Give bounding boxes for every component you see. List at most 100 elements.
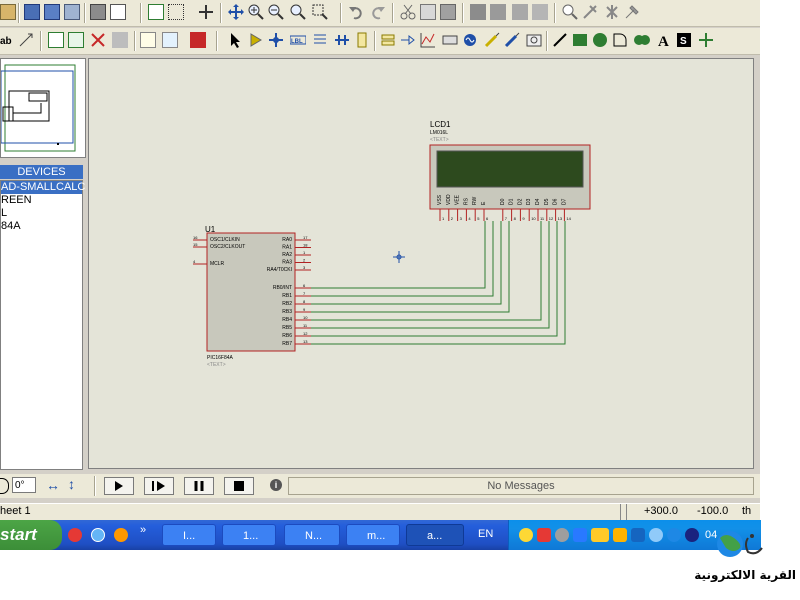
arc-icon[interactable] [612,32,628,48]
play-button[interactable] [104,477,134,495]
taskbar-task[interactable]: m... [346,524,400,546]
stop-button[interactable] [224,477,254,495]
grid-icon[interactable] [168,4,184,20]
refresh-icon[interactable] [148,4,164,20]
decompose-icon[interactable] [624,4,640,20]
pause-button[interactable] [184,477,214,495]
device-item[interactable]: AD-SMALLCALC [1,181,86,194]
graph-icon[interactable] [420,32,436,48]
make-device-icon[interactable] [582,4,598,20]
generator-icon[interactable] [462,32,478,48]
zoom-out-icon[interactable] [268,4,284,20]
step-button[interactable] [144,477,174,495]
wire-label-icon[interactable]: LBL [289,32,307,48]
undo-icon[interactable] [348,4,364,20]
taskbar-task[interactable]: N... [284,524,340,546]
taskbar-task[interactable]: I... [162,524,216,546]
overview-window[interactable] [0,58,86,158]
device-item[interactable]: REEN [1,194,32,206]
zoom-area-icon[interactable] [312,4,328,20]
wire[interactable] [311,221,542,321]
erc-icon[interactable] [140,32,156,48]
save-all-icon[interactable] [44,4,60,20]
zoom-all-icon[interactable] [290,4,306,20]
device-list[interactable]: AD-SMALLCALC REEN L 84A [0,180,86,470]
save-icon[interactable] [24,4,40,20]
selection-mode-icon[interactable] [228,32,244,48]
wire-autoroute-icon[interactable] [18,32,34,48]
text-script-icon[interactable] [312,32,328,48]
wire[interactable] [311,221,494,297]
paste-icon[interactable] [440,4,456,20]
ares-icon[interactable] [190,32,206,48]
taskbar-task-active[interactable]: a... [406,524,464,546]
delete-icon[interactable] [90,32,106,48]
mcu-component[interactable]: U1 PIC16F84A <TEXT> OSC1/CLKIN16OSC2/CLK… [193,225,311,368]
info-icon[interactable]: i [270,479,282,491]
chrome-icon[interactable] [68,528,82,542]
print-icon[interactable] [90,4,106,20]
mirror-vertical-icon[interactable]: ↕ [68,476,75,492]
wire[interactable] [311,221,486,289]
lcd-component[interactable]: LCD1 LM016L <TEXT> VSS1VDD2VEE3RS4RW5E6D… [429,120,591,221]
block-rotate-icon[interactable] [512,4,528,20]
cut-icon[interactable] [400,4,416,20]
zoom-in-icon[interactable] [248,4,264,20]
packaging-tool-icon[interactable] [604,4,620,20]
pencil-icon[interactable] [613,528,627,542]
subcircuit-icon[interactable] [354,32,370,48]
redo-icon[interactable] [370,4,386,20]
virtual-instrument-icon[interactable] [526,32,542,48]
terminal-icon[interactable] [380,32,396,48]
media-icon[interactable] [631,528,645,542]
firefox-icon[interactable] [114,528,128,542]
quicklaunch-more-icon[interactable]: » [140,524,147,536]
page-setup-icon[interactable] [110,4,126,20]
copy-icon[interactable] [420,4,436,20]
start-button[interactable]: start [0,520,62,550]
current-probe-icon[interactable] [504,32,520,48]
block-delete-icon[interactable] [532,4,548,20]
block-move-icon[interactable] [490,4,506,20]
netlist-icon[interactable]: ab [0,32,16,48]
wire[interactable] [311,221,502,305]
bluetooth-icon[interactable] [667,528,681,542]
network-icon[interactable] [573,528,587,542]
property-assign-icon[interactable] [68,32,84,48]
rotation-field[interactable]: 0° [12,477,36,493]
pick-device-icon[interactable] [562,4,578,20]
mirror-horizontal-icon[interactable]: ↔ [46,477,60,493]
bus-icon[interactable] [334,32,350,48]
device-item[interactable]: L [1,207,8,219]
wires[interactable] [311,221,566,345]
pan-icon[interactable] [228,4,244,20]
marker-icon[interactable] [698,32,714,48]
voltage-probe-icon[interactable] [484,32,500,48]
box-icon[interactable] [572,32,588,48]
wire[interactable] [311,221,558,337]
shield-icon[interactable] [537,528,551,542]
search-tag-icon[interactable] [48,32,64,48]
symbol-icon[interactable]: S [676,32,692,48]
origin-icon[interactable] [198,4,214,20]
info-tray-icon[interactable] [649,528,663,542]
rotate-icon[interactable] [0,478,9,494]
messenger-icon[interactable] [519,528,533,542]
language-indicator[interactable]: EN [478,528,494,540]
tape-recorder-icon[interactable] [442,32,458,48]
wire[interactable] [311,221,566,345]
wire[interactable] [311,221,550,329]
bom-icon[interactable] [112,32,128,48]
ie-icon[interactable] [91,528,105,542]
netlist-ares-icon[interactable] [162,32,178,48]
junction-dot-icon[interactable] [268,32,284,48]
import-icon[interactable] [64,4,80,20]
device-pin-icon[interactable] [400,32,416,48]
open-icon[interactable] [0,4,16,20]
volume-icon[interactable] [685,528,699,542]
s3-icon[interactable] [591,528,609,542]
taskbar-task[interactable]: 1... [222,524,276,546]
circle-icon[interactable] [592,32,608,48]
block-copy-icon[interactable] [470,4,486,20]
